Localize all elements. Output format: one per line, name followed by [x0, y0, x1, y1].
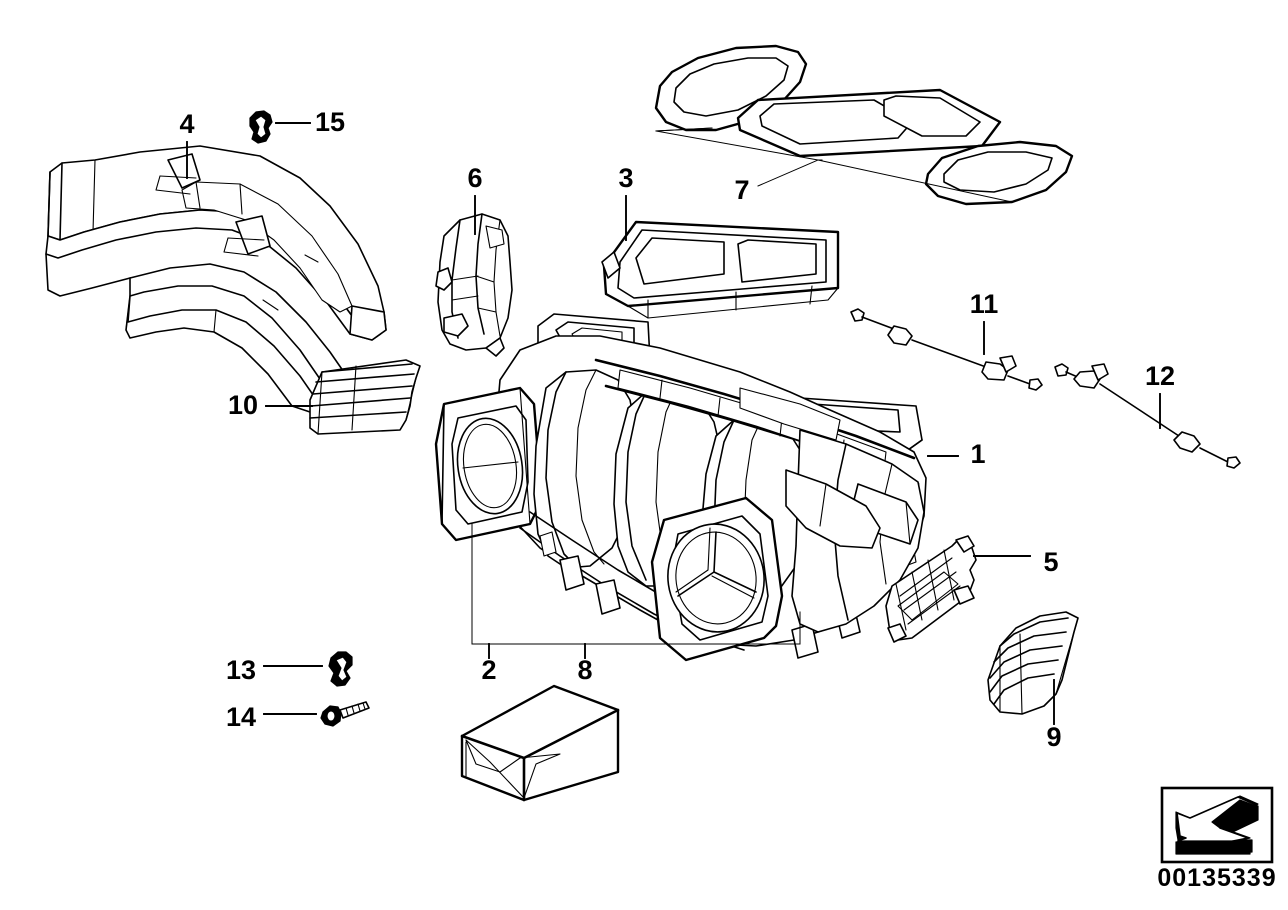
callout-5: 5	[1043, 547, 1058, 577]
part-14-hex-head-screw	[320, 701, 370, 727]
diagram-id-number: 00135339	[1157, 864, 1276, 892]
callout-13: 13	[226, 655, 256, 685]
diagram-id-block: 00135339	[1157, 786, 1276, 892]
part-5-mesh-grille-insert	[885, 535, 977, 643]
part-6-mounting-bracket-holder	[435, 213, 513, 357]
callout-9: 9	[1046, 722, 1061, 752]
part-2-housing-cover-box	[460, 684, 620, 802]
part-3-dual-opening-frame-cover	[601, 220, 840, 319]
part-12-bowden-cable-lower	[1054, 363, 1241, 469]
callout-1: 1	[970, 439, 985, 469]
callout-11: 11	[970, 289, 999, 319]
part-11-bowden-cable-upper	[850, 308, 1043, 391]
callout-6: 6	[467, 163, 482, 193]
part-7-seal-gasket-set	[654, 44, 1074, 206]
callout-2: 2	[481, 655, 496, 685]
callout-8: 8	[577, 655, 592, 685]
callout-4: 4	[179, 109, 194, 139]
part-13-retaining-clip	[328, 651, 353, 687]
callout-15: 15	[315, 107, 345, 137]
callout-12: 12	[1145, 361, 1175, 391]
callout-3: 3	[618, 163, 633, 193]
part-10-ribbed-bellows-seal-left	[309, 359, 421, 435]
callout-numbers: 1 2 3 4 5 6 7 8 9 10 11 12 13 14 15	[179, 107, 1175, 752]
callout-10: 10	[228, 390, 258, 420]
callout-14: 14	[226, 702, 256, 732]
part-15-spring-clip	[249, 110, 273, 144]
leader-lines	[186, 122, 1161, 725]
part-9-ribbed-bellows-seal-right	[987, 611, 1079, 715]
callout-7: 7	[734, 175, 749, 205]
part-1-heater-air-conditioning-housing	[434, 313, 927, 662]
